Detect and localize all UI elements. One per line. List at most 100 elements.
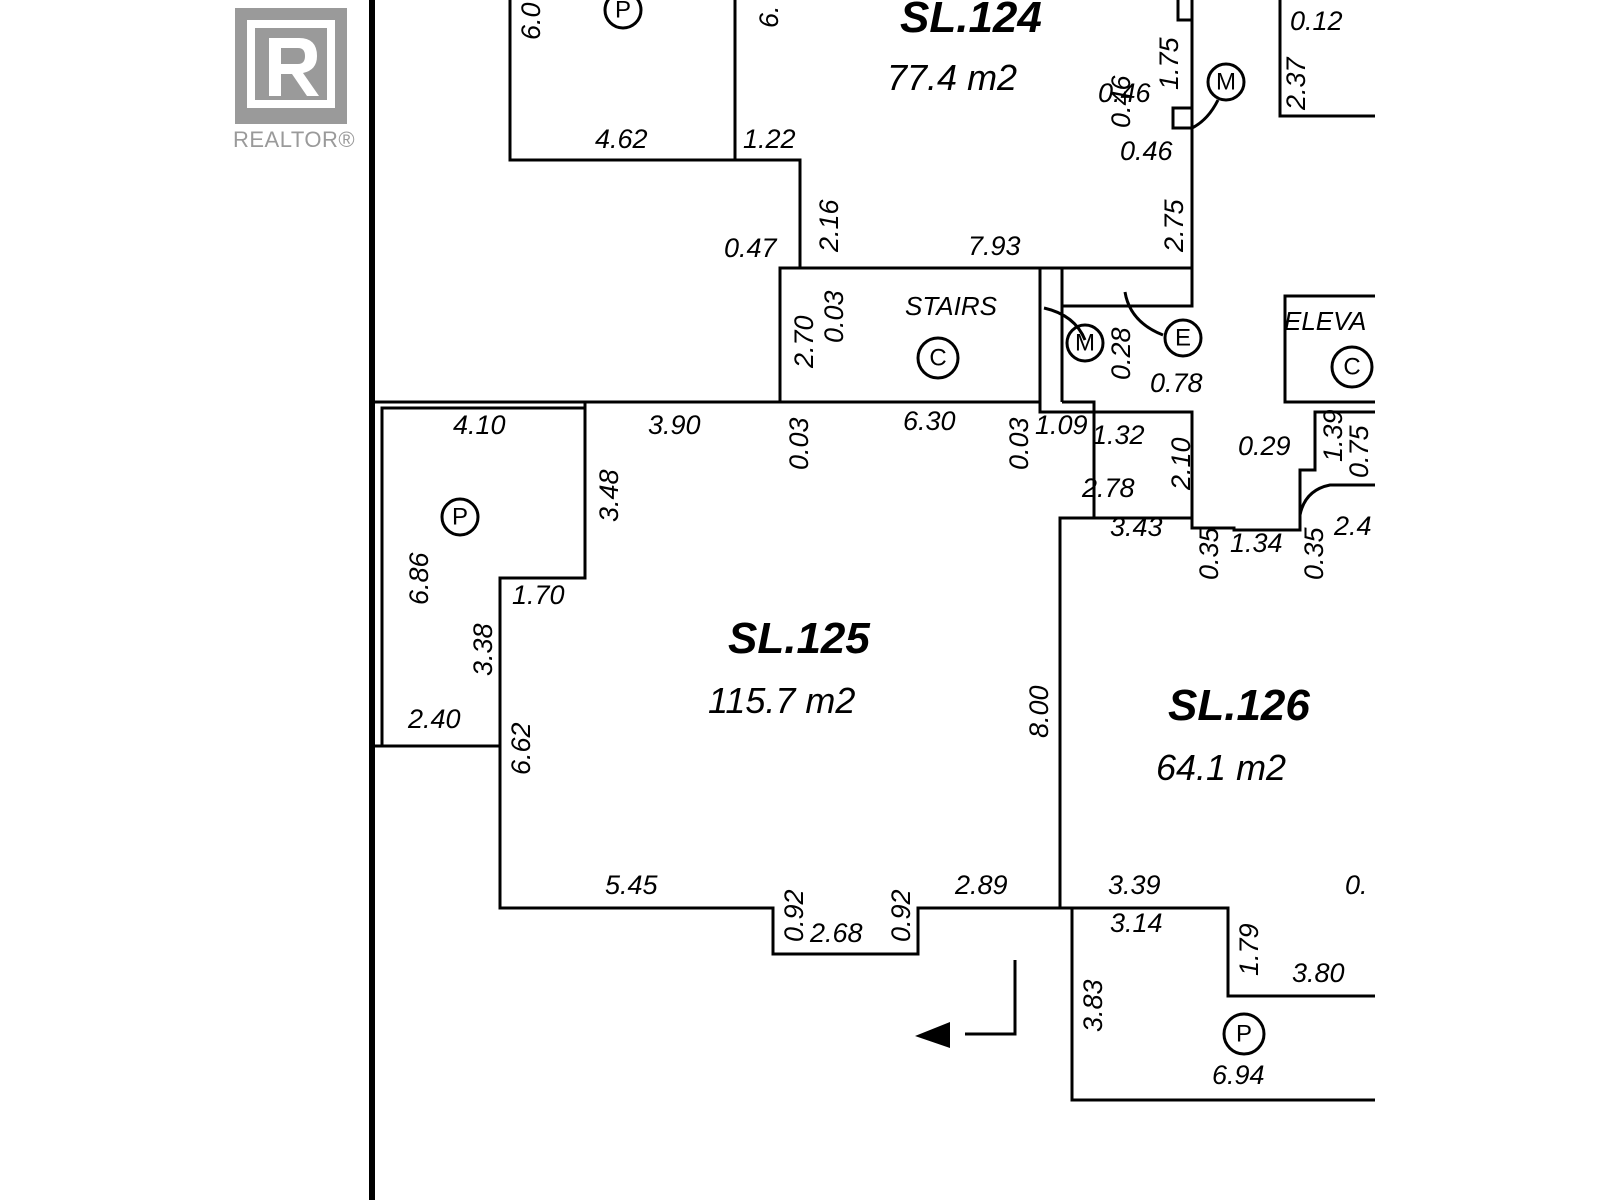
dimension-label: 0.35 xyxy=(1299,526,1329,580)
dimension-label: 2.40 xyxy=(407,704,461,734)
realtor-logo xyxy=(235,8,347,124)
dimension-label: 2.68 xyxy=(809,918,863,948)
dimension-label: 6.94 xyxy=(1212,1060,1265,1090)
section-arrow-head xyxy=(915,1022,950,1048)
meter-icon xyxy=(1065,323,1105,363)
dimension-label: 2.37 xyxy=(1281,56,1311,111)
dimension-label: 0.75 xyxy=(1344,424,1374,478)
dimension-label: 2.78 xyxy=(1081,473,1135,503)
dimension-label: 5.45 xyxy=(605,870,659,900)
dimension-label: 0.92 xyxy=(779,889,809,942)
dimension-label: 0.03 xyxy=(1004,417,1034,470)
meter-letter: M xyxy=(1216,69,1236,96)
dimension-label: 3.14 xyxy=(1110,908,1163,938)
realtor-r-icon xyxy=(247,20,335,108)
unit-label-sl125: SL.125 xyxy=(728,614,870,663)
dimension-label: 3.43 xyxy=(1110,512,1163,542)
parking-icon xyxy=(603,0,643,30)
sl126-bottom xyxy=(1060,906,1375,998)
meter-letter: M xyxy=(1075,330,1095,357)
stairs-label: STAIRS xyxy=(905,291,998,321)
common-letter: C xyxy=(929,345,946,372)
common-icon xyxy=(1330,345,1374,389)
dimension-label: 6.30 xyxy=(903,406,956,436)
meter-room-outline xyxy=(1040,266,1194,402)
dimension-label: 1.22 xyxy=(743,124,796,154)
dimension-label: 0.46 xyxy=(1120,136,1174,166)
sl126-top xyxy=(1060,515,1302,532)
unit-area-sl125: 115.7 m2 xyxy=(708,680,855,721)
dimension-label: 3.80 xyxy=(1292,958,1345,988)
dimension-label: 6. xyxy=(754,5,784,28)
dimension-label: 2.70 xyxy=(789,315,819,369)
elevator-label: ELEVA xyxy=(1284,306,1366,336)
realtor-logo-caption: REALTOR® xyxy=(233,127,356,152)
dimension-label: 0.46 xyxy=(1106,74,1136,128)
top-parking-outline xyxy=(508,0,737,162)
common-icon xyxy=(916,336,960,380)
dimension-label: 7.93 xyxy=(968,231,1021,261)
dimension-label: 1.34 xyxy=(1230,528,1283,558)
door-swing-2 xyxy=(1123,291,1164,337)
dimension-label: 8.00 xyxy=(1024,685,1054,738)
dimension-label: 1.75 xyxy=(1154,36,1184,90)
dimension-label: 2.89 xyxy=(954,870,1008,900)
dimension-label: 3.38 xyxy=(468,623,498,676)
dimension-label: 3.39 xyxy=(1108,870,1161,900)
dimension-label: 6.0 xyxy=(516,2,546,40)
dimension-label: 1.79 xyxy=(1234,923,1264,976)
dimension-label: 0.46 xyxy=(1098,78,1152,108)
dimension-label: 2.10 xyxy=(1166,437,1196,491)
plan-lines xyxy=(369,0,1375,1200)
dimension-label: 1.39 xyxy=(1318,409,1348,462)
symbol-circles xyxy=(440,0,1374,1056)
dimension-labels: 6.0 6. 0.12 1.75 2.37 0.46 0.46 0.46 4.6… xyxy=(404,2,1374,1090)
unit-label-sl126: SL.126 xyxy=(1168,681,1310,730)
meter-icon xyxy=(1206,62,1246,102)
unit-label-sl124: SL.124 xyxy=(900,0,1042,42)
dimension-label: 3.48 xyxy=(594,469,624,522)
dimension-label: 0.28 xyxy=(1106,327,1136,380)
dimension-label: 0.92 xyxy=(886,889,916,942)
dimension-label: 1.09 xyxy=(1035,410,1088,440)
dimension-label: 0.35 xyxy=(1194,526,1224,580)
dimension-label: 2.16 xyxy=(814,198,844,253)
electrical-letter: E xyxy=(1175,325,1191,352)
elevator-lobby xyxy=(1298,410,1375,516)
dimension-label: 0.29 xyxy=(1238,431,1291,461)
dimension-label: 0.12 xyxy=(1290,6,1343,36)
common-letter: C xyxy=(1343,354,1360,381)
dimension-label: 6.62 xyxy=(506,722,536,775)
dimension-label: 0. xyxy=(1345,870,1368,900)
dimension-label: 6.86 xyxy=(404,551,434,605)
unit-area-sl126: 64.1 m2 xyxy=(1156,747,1286,788)
meter-box xyxy=(1171,106,1194,130)
section-arrow-line xyxy=(965,960,1017,1036)
dimension-label: 0.78 xyxy=(1150,368,1203,398)
dimension-label: 4.62 xyxy=(595,124,648,154)
dimension-label: 0.47 xyxy=(724,233,778,263)
unit-area-sl124: 77.4 m2 xyxy=(887,57,1017,98)
dimension-label: 0.03 xyxy=(819,290,849,343)
electrical-icon xyxy=(1163,318,1203,358)
parking-letter: P xyxy=(452,504,468,531)
sl125-outline xyxy=(372,400,1192,956)
elevator-outline xyxy=(1283,294,1375,404)
dimension-label: 3.83 xyxy=(1078,979,1108,1032)
dimension-label: 2.4 xyxy=(1333,511,1372,541)
dimension-label: 1.32 xyxy=(1092,420,1145,450)
parking-letter: P xyxy=(615,0,631,24)
bottom-parking-outline xyxy=(1070,908,1375,1102)
topright-outline xyxy=(1278,0,1375,118)
dimension-label: 1.70 xyxy=(512,580,565,610)
parking-icon xyxy=(1222,1012,1266,1056)
dimension-label: 4.10 xyxy=(453,410,506,440)
dimension-label: 2.75 xyxy=(1159,198,1189,253)
dimension-label: 0.03 xyxy=(784,417,814,470)
parking-icon xyxy=(440,497,480,537)
dimension-label: 3.90 xyxy=(648,410,701,440)
parking-letter: P xyxy=(1236,1021,1252,1048)
symbol-letters: P M C M E C P P A xyxy=(452,0,1361,1048)
door-swing-1 xyxy=(1043,306,1087,341)
